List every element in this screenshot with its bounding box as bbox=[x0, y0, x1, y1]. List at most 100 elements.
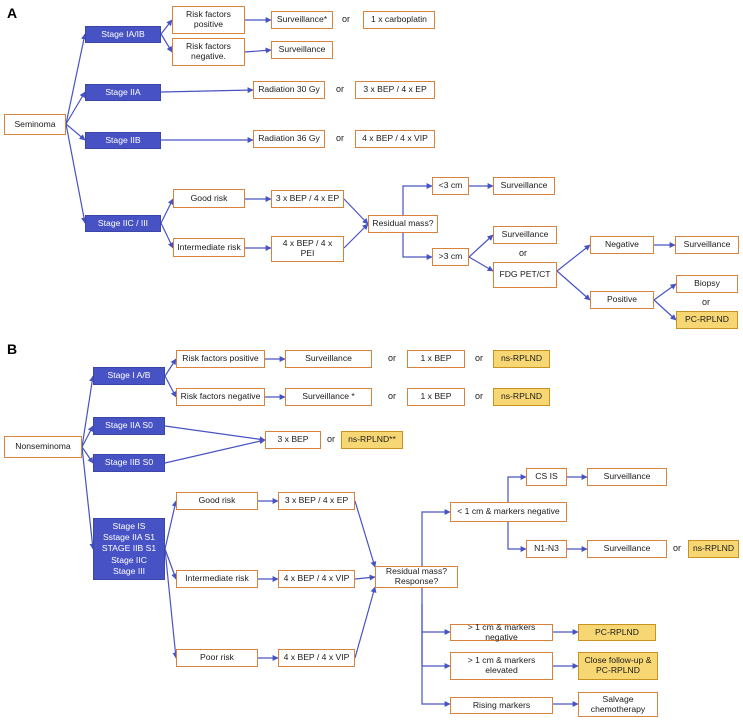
arrow bbox=[81, 446, 94, 464]
residual-mass-box: Residual mass? bbox=[368, 215, 438, 233]
poor-risk-box: Poor risk bbox=[176, 649, 258, 667]
surveillance-box: Surveillance bbox=[271, 41, 333, 59]
good-risk-box: Good risk bbox=[173, 189, 245, 208]
salvage-chemotherapy-box: Salvage chemotherapy bbox=[578, 692, 658, 717]
lt-1cm-markers-negative-box: < 1 cm & markers negative bbox=[450, 502, 567, 522]
surveillance-box: Surveillance bbox=[285, 350, 372, 368]
one-bep-box: 1 x BEP bbox=[407, 388, 465, 406]
or-label: or bbox=[336, 84, 345, 94]
arrow bbox=[160, 19, 173, 35]
ns-rplnd-box: ns-RPLND bbox=[493, 350, 550, 368]
panel-label-b: B bbox=[7, 341, 18, 357]
arrow bbox=[164, 375, 177, 398]
arrow bbox=[402, 230, 433, 260]
or-label: or bbox=[702, 297, 711, 307]
arrow bbox=[468, 256, 494, 272]
radiation-30-box: Radiation 30 Gy bbox=[253, 81, 325, 99]
arrow bbox=[81, 425, 94, 448]
intermediate-risk-box: Intermediate risk bbox=[173, 238, 245, 257]
cs-is-box: CS IS bbox=[526, 468, 567, 486]
arrow bbox=[468, 234, 494, 258]
risk-factors-positive-box: Risk factors positive bbox=[176, 350, 265, 368]
residual-response-box: Residual mass? Response? bbox=[375, 566, 458, 588]
panel-label-a: A bbox=[7, 5, 18, 21]
arrow bbox=[421, 604, 451, 669]
surveillance-box: Surveillance bbox=[493, 177, 555, 195]
arrow bbox=[65, 91, 86, 125]
arrow bbox=[343, 198, 369, 225]
arrow bbox=[507, 522, 527, 552]
bep-ep-box: 3 x BEP / 4 x EP bbox=[355, 81, 435, 99]
or-label: or bbox=[388, 353, 397, 363]
stage-advanced-line: Stage IIC bbox=[111, 554, 147, 565]
risk-factors-positive-box: Risk factors positive bbox=[172, 6, 245, 34]
intermediate-regimen-box: 4 x BEP / 4 x VIP bbox=[278, 570, 355, 588]
arrow bbox=[421, 509, 451, 566]
arrow bbox=[81, 446, 96, 550]
n1-n3-box: N1-N3 bbox=[526, 540, 567, 558]
stage-ia-ib: Stage IA/IB bbox=[85, 26, 161, 43]
arrow bbox=[421, 588, 451, 635]
arrow bbox=[354, 574, 376, 581]
ns-rplnd-2star-box: ns-RPLND** bbox=[341, 431, 403, 449]
stage-iib: Stage IIB bbox=[85, 132, 161, 149]
pc-rplnd-box: PC-RPLND bbox=[676, 311, 738, 329]
biopsy-box: Biopsy bbox=[676, 275, 738, 293]
surveillance-box: Surveillance bbox=[587, 468, 667, 486]
arrow bbox=[160, 87, 254, 94]
ns-rplnd-box: ns-RPLND bbox=[688, 540, 739, 558]
good-regimen-box: 3 x BEP / 4 x EP bbox=[271, 190, 344, 208]
arrow bbox=[507, 474, 527, 502]
surveillance-box: Surveillance bbox=[493, 226, 557, 244]
stage-iia: Stage IIA bbox=[85, 84, 161, 101]
arrow bbox=[556, 270, 591, 301]
pc-rplnd-box: PC-RPLND bbox=[578, 624, 656, 641]
arrow bbox=[164, 438, 266, 464]
gt-3cm-box: >3 cm bbox=[432, 248, 469, 266]
stage-iic-iii: Stage IIC / III bbox=[85, 215, 161, 232]
ns-rplnd-box: ns-RPLND bbox=[493, 388, 550, 406]
arrow bbox=[160, 33, 173, 53]
bep-vip-box: 4 x BEP / 4 x VIP bbox=[355, 130, 435, 148]
good-regimen-box: 3 x BEP / 4 x EP bbox=[278, 492, 355, 510]
radiation-36-box: Radiation 36 Gy bbox=[253, 130, 325, 148]
fdg-pet-ct-box: FDG PET/CT bbox=[493, 262, 557, 288]
arrow bbox=[354, 586, 377, 659]
or-label: or bbox=[388, 391, 397, 401]
lt-3cm-box: <3 cm bbox=[432, 177, 469, 195]
arrow bbox=[421, 632, 451, 707]
arrow bbox=[65, 33, 87, 125]
arrow bbox=[164, 548, 179, 659]
stage-advanced-line: Sstage IIA S1 bbox=[102, 532, 156, 543]
negative-box: Negative bbox=[590, 236, 654, 254]
close-followup-pc-rplnd-box: Close follow-up & PC-RPLND bbox=[578, 652, 658, 680]
or-label: or bbox=[475, 391, 484, 401]
arrow bbox=[164, 500, 178, 550]
surveillance-star-box: Surveillance * bbox=[285, 388, 372, 406]
arrow bbox=[653, 283, 677, 301]
poor-regimen-box: 4 x BEP / 4 x VIP bbox=[278, 649, 355, 667]
three-bep-box: 3 x BEP bbox=[265, 431, 321, 449]
positive-box: Positive bbox=[590, 291, 654, 309]
arrow bbox=[81, 375, 96, 448]
arrow bbox=[244, 47, 272, 54]
stage-advanced-line: STAGE IIB S1 bbox=[101, 543, 157, 554]
intermediate-regimen-box: 4 x BEP / 4 x PEI bbox=[271, 236, 344, 262]
surveillance-star-box: Surveillance* bbox=[271, 11, 333, 29]
arrow bbox=[65, 123, 86, 141]
risk-factors-negative-box: Risk factors negative bbox=[176, 388, 265, 406]
arrow bbox=[343, 223, 369, 249]
or-label: or bbox=[475, 353, 484, 363]
arrow bbox=[556, 244, 591, 272]
stage-advanced-line: Stage III bbox=[112, 565, 145, 576]
or-label: or bbox=[673, 543, 682, 553]
stage-i-ab: Stage I A/B bbox=[93, 367, 165, 385]
rising-markers-box: Rising markers bbox=[450, 697, 553, 714]
arrow bbox=[354, 500, 377, 568]
or-label: or bbox=[342, 14, 351, 24]
surveillance-box: Surveillance bbox=[675, 236, 739, 254]
intermediate-risk-box: Intermediate risk bbox=[176, 570, 258, 588]
arrow bbox=[160, 198, 174, 224]
